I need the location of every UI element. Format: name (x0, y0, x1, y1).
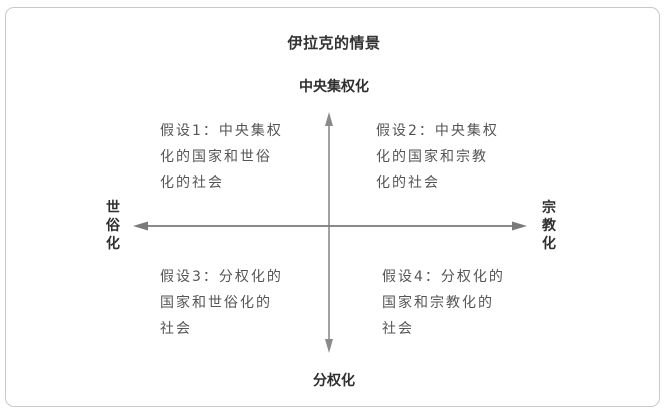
quadrant-hypothesis-4: 假设4：分权化的 国家和宗教化的 社会 (382, 264, 505, 342)
quadrant-hypothesis-2: 假设2：中央集权 化的国家和宗教 化的社会 (376, 118, 499, 196)
quadrant-hypothesis-1: 假设1：中央集权 化的国家和世俗 化的社会 (160, 118, 283, 196)
quadrant-text-line: 化的国家和世俗 (160, 149, 272, 165)
quadrant-hypothesis-3: 假设3：分权化的 国家和世俗化的 社会 (160, 264, 283, 342)
axis-label-centralized: 中央集权化 (299, 79, 369, 95)
quadrant-text-line: 假设2：中央集权 (376, 123, 499, 139)
quadrant-text-line: 社会 (382, 321, 414, 337)
quadrant-text-line: 假设3：分权化的 (160, 269, 283, 285)
quadrant-text-line: 化的国家和宗教 (376, 149, 488, 165)
horizontal-axis-arrow (133, 221, 527, 231)
quadrant-text-line: 社会 (160, 321, 192, 337)
quadrant-text-line: 化的社会 (160, 175, 224, 191)
axis-label-secular: 世俗化 (106, 200, 120, 252)
axis-label-religious: 宗教化 (542, 200, 556, 252)
arrow-right-icon (512, 221, 527, 231)
arrow-down-icon (325, 339, 333, 353)
quadrant-text-line: 假设4：分权化的 (382, 269, 505, 285)
diagram-title: 伊拉克的情景 (287, 34, 381, 52)
quadrant-text-line: 化的社会 (376, 175, 440, 191)
quadrant-text-line: 国家和宗教化的 (382, 295, 494, 311)
arrow-up-icon (325, 112, 333, 126)
arrow-left-icon (133, 221, 148, 231)
quadrant-text-line: 国家和世俗化的 (160, 295, 272, 311)
quadrant-text-line: 假设1：中央集权 (160, 123, 283, 139)
axis-label-decentralized: 分权化 (313, 373, 355, 389)
vertical-axis-arrow (325, 112, 333, 353)
